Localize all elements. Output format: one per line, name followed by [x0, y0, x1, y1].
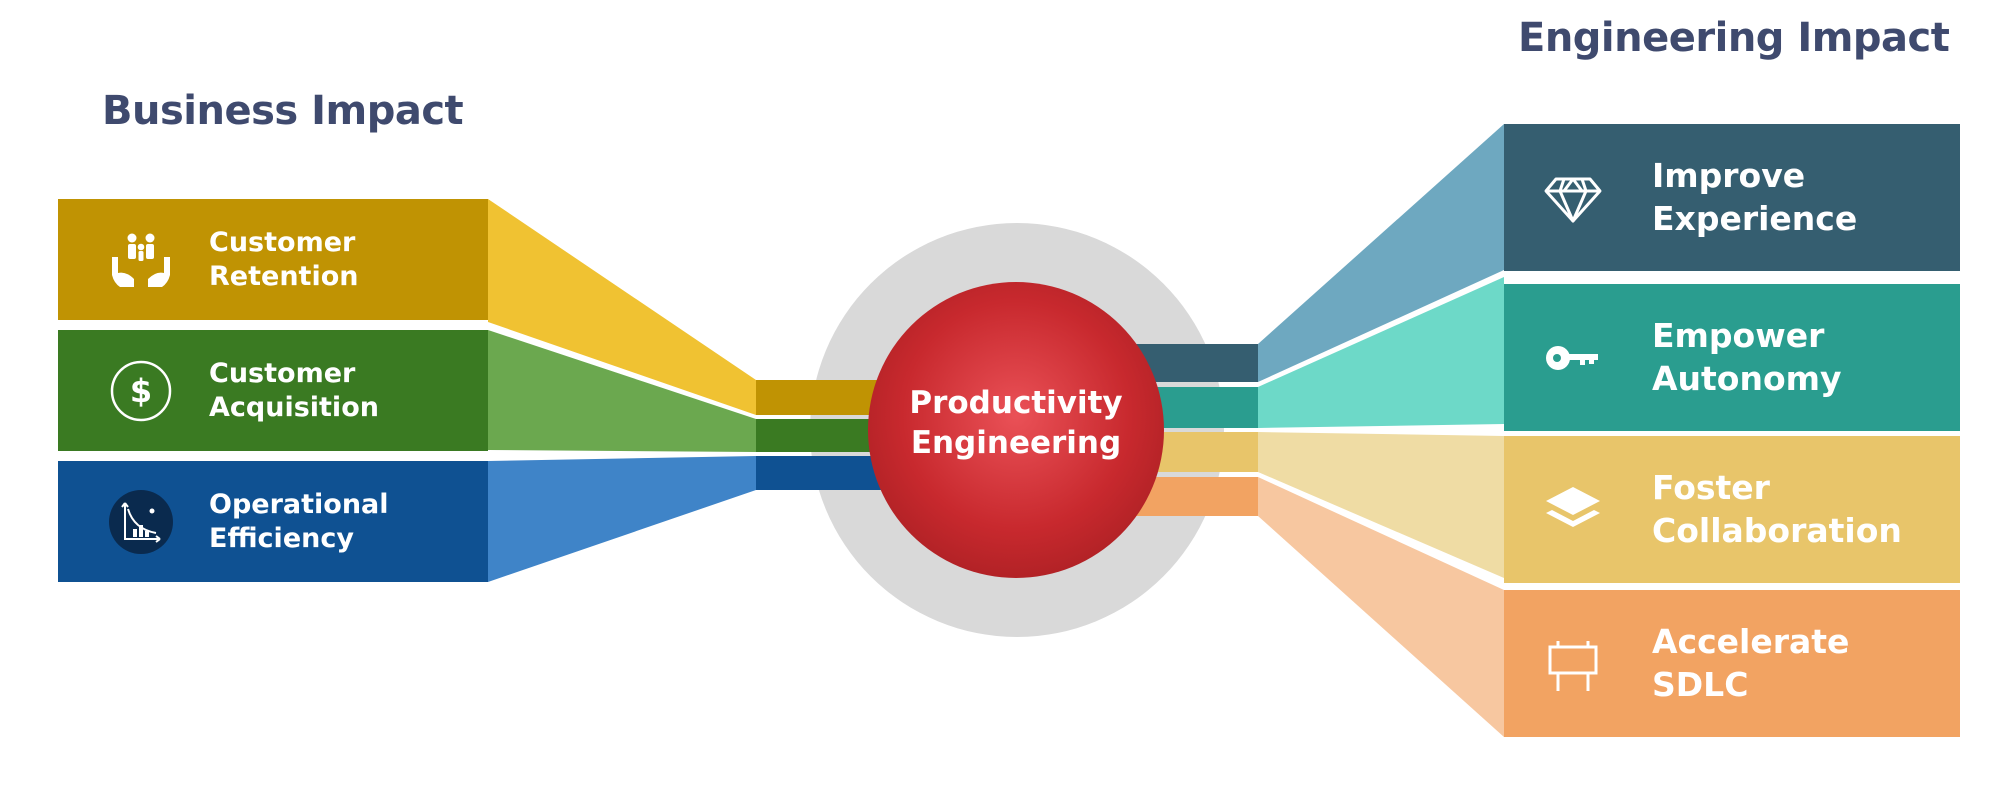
- improve-experience-box: Improve Experience: [1504, 124, 1960, 271]
- acquisition-connector: [756, 419, 886, 452]
- efficiency-fan: [488, 456, 756, 582]
- business-impact-heading: Business Impact: [102, 88, 464, 134]
- autonomy-fan: [1258, 277, 1504, 428]
- customer-retention-box: Customer Retention: [58, 199, 488, 320]
- accelerate-sdlc-label: Accelerate SDLC: [1652, 621, 1850, 704]
- collaboration-fan: [1258, 432, 1504, 578]
- svg-text:$: $: [130, 372, 152, 410]
- efficiency-connector: [756, 456, 886, 490]
- retention-connector: [756, 380, 886, 415]
- diamond-icon: [1542, 167, 1604, 229]
- operational-efficiency-label: Operational Efficiency: [209, 488, 389, 554]
- customer-acquisition-box: $ Customer Acquisition: [58, 330, 488, 451]
- engineering-impact-heading: Engineering Impact: [1518, 15, 1950, 61]
- sdlc-fan: [1258, 477, 1504, 737]
- family-hands-icon: [108, 227, 174, 293]
- retention-fan: [488, 199, 756, 415]
- accelerate-sdlc-box: Accelerate SDLC: [1504, 590, 1960, 737]
- foster-collaboration-box: Foster Collaboration: [1504, 436, 1960, 583]
- billboard-icon: [1542, 633, 1604, 695]
- productivity-engineering-label: Productivity Engineering: [909, 385, 1123, 462]
- empower-autonomy-label: Empower Autonomy: [1652, 315, 1842, 398]
- center-hub: [868, 282, 1164, 578]
- efficiency-chart-icon: [108, 489, 174, 555]
- improve-experience-label: Improve Experience: [1652, 155, 1858, 238]
- layers-icon: [1542, 479, 1604, 541]
- experience-fan: [1258, 124, 1504, 382]
- empower-autonomy-box: Empower Autonomy: [1504, 284, 1960, 431]
- foster-collaboration-label: Foster Collaboration: [1652, 467, 1902, 550]
- acquisition-fan: [488, 330, 756, 452]
- operational-efficiency-box: Operational Efficiency: [58, 461, 488, 582]
- customer-retention-label: Customer Retention: [209, 226, 359, 292]
- customer-acquisition-label: Customer Acquisition: [209, 357, 379, 423]
- key-icon: [1542, 327, 1604, 389]
- dollar-coin-icon: $: [108, 358, 174, 424]
